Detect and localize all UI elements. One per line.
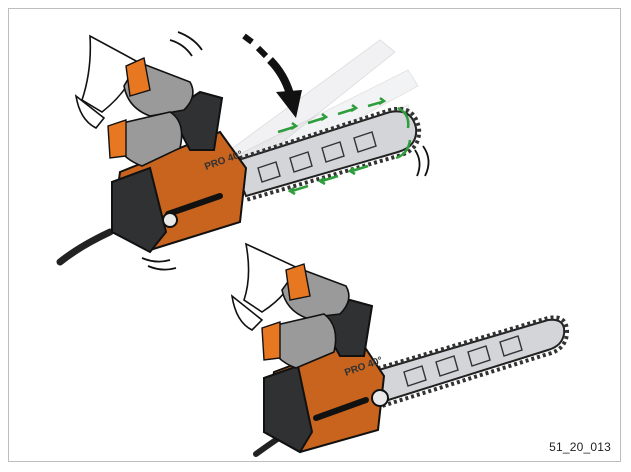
top-scene: PRO 40° xyxy=(60,32,429,270)
bottom-scene: PRO 40° xyxy=(232,244,567,454)
figure-code: 51_20_013 xyxy=(549,440,611,454)
power-cord-top xyxy=(60,232,110,262)
hands-bottom xyxy=(232,244,349,368)
saw-body-top: PRO 40° xyxy=(112,92,246,252)
hands-top xyxy=(76,36,193,166)
kickback-arrow-icon xyxy=(244,36,302,118)
guide-bar-bottom xyxy=(372,317,567,406)
